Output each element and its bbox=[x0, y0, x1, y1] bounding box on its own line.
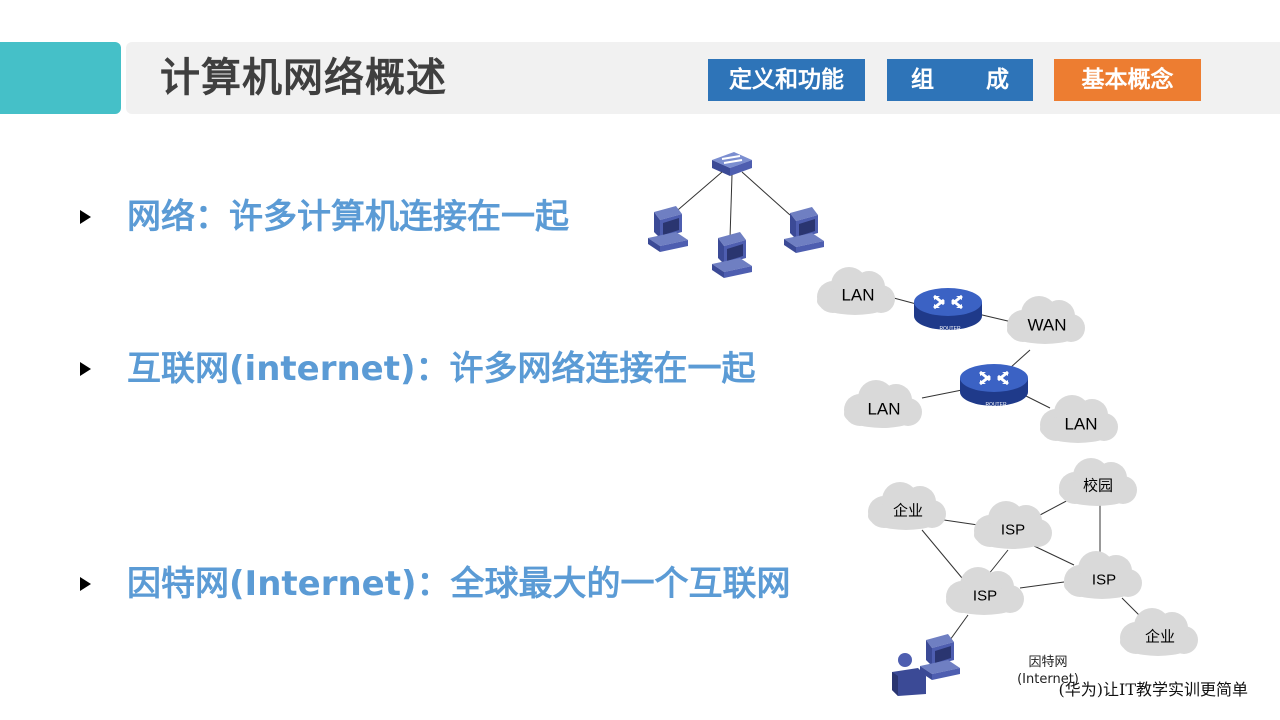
bullet-arrow-icon bbox=[80, 210, 91, 224]
nav-composition-button[interactable]: 组 成 bbox=[887, 59, 1033, 101]
bullet-text: 网络：许多计算机连接在一起 bbox=[127, 197, 569, 237]
bullet-text: 因特网(Internet)：全球最大的一个互联网 bbox=[127, 564, 791, 604]
router-label: ROUTER bbox=[985, 402, 1007, 408]
cloud-label-wan: WAN bbox=[1027, 316, 1066, 335]
computer-icon bbox=[784, 207, 824, 253]
router-label: ROUTER bbox=[939, 326, 961, 332]
cloud-label-isp: ISP bbox=[1001, 522, 1025, 539]
router-icon bbox=[958, 362, 1030, 408]
page-title: 计算机网络概述 bbox=[160, 55, 447, 101]
cloud-label-lan: LAN bbox=[1064, 415, 1097, 434]
header-accent-tab bbox=[0, 42, 121, 114]
cloud-label-lan: LAN bbox=[841, 286, 874, 305]
bullet-arrow-icon bbox=[80, 362, 91, 376]
computer-icon bbox=[712, 232, 752, 278]
cloud-label-isp: ISP bbox=[973, 588, 997, 605]
cloud-label-campus: 校园 bbox=[1083, 478, 1113, 495]
router-icon bbox=[912, 286, 984, 332]
watermark-text: (华为)让IT教学实训更简单 bbox=[1058, 680, 1248, 699]
user-icon bbox=[892, 653, 926, 696]
computer-icon bbox=[648, 206, 688, 252]
switch-icon bbox=[712, 152, 752, 176]
computer-icon bbox=[920, 634, 960, 680]
caption-line: 因特网 bbox=[1028, 655, 1068, 670]
bullet-text: 互联网(internet)：许多网络连接在一起 bbox=[127, 349, 756, 389]
nav-basic-concepts-button[interactable]: 基本概念 bbox=[1054, 59, 1201, 101]
internet-caption: 因特网 (Internet) bbox=[1010, 654, 1086, 688]
cloud-label-isp: ISP bbox=[1092, 572, 1116, 589]
caption-line: (Internet) bbox=[1017, 672, 1079, 687]
nav-definition-button[interactable]: 定义和功能 bbox=[708, 59, 865, 101]
cloud-label-enterprise: 企业 bbox=[893, 502, 923, 520]
cloud-label-enterprise: 企业 bbox=[1145, 628, 1175, 646]
cloud-label-lan: LAN bbox=[867, 400, 900, 419]
bullet-arrow-icon bbox=[80, 577, 91, 591]
